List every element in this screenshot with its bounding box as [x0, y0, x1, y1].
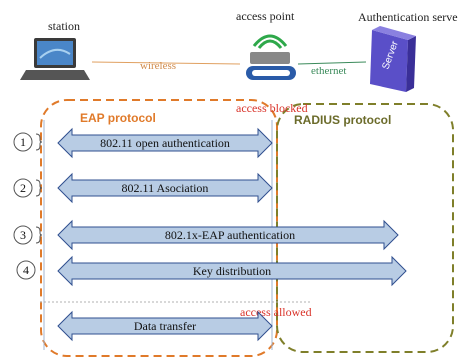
- step-1-marker: 1: [13, 132, 43, 152]
- svg-text:4: 4: [23, 263, 29, 277]
- step-1-label: 802.11 open authentication: [100, 136, 230, 150]
- arrow-key-distribution: Key distribution: [57, 255, 407, 287]
- step-4-label: Key distribution: [193, 264, 271, 278]
- radius-title: RADIUS protocol: [294, 113, 391, 127]
- server-icon: Server: [370, 26, 416, 92]
- step-3-label: 802.1x-EAP authentication: [165, 228, 295, 242]
- arrow-open-authentication: 802.11 open authentication: [57, 127, 273, 159]
- step-3-marker: 3: [13, 225, 43, 245]
- auth-server-label: Authentication serve: [358, 10, 458, 24]
- arrow-data-transfer: Data transfer: [57, 310, 273, 342]
- svg-text:1: 1: [20, 135, 26, 149]
- step-2-label: 802.11 Asociation: [122, 181, 209, 195]
- wireless-label: wireless: [140, 60, 176, 72]
- arrow-association: 802.11 Asociation: [57, 172, 273, 204]
- access-allowed-label: access allowed: [240, 305, 312, 319]
- laptop-icon: [20, 38, 90, 80]
- step-5-label: Data transfer: [134, 319, 196, 333]
- svg-text:2: 2: [20, 181, 26, 195]
- eap-title: EAP protocol: [80, 111, 156, 125]
- access-point-label: access point: [236, 9, 295, 23]
- access-blocked-label: access blocked: [236, 101, 308, 115]
- access-point-icon: [246, 34, 296, 80]
- step-4-marker: 4: [16, 260, 36, 280]
- wireless-link: [91, 61, 241, 65]
- ethernet-link: [297, 61, 367, 65]
- svg-text:3: 3: [20, 228, 26, 242]
- station-label: station: [48, 19, 80, 33]
- ethernet-label: ethernet: [311, 65, 346, 77]
- step-2-marker: 2: [13, 178, 43, 198]
- arrow-eap-authentication: 802.1x-EAP authentication: [57, 219, 399, 251]
